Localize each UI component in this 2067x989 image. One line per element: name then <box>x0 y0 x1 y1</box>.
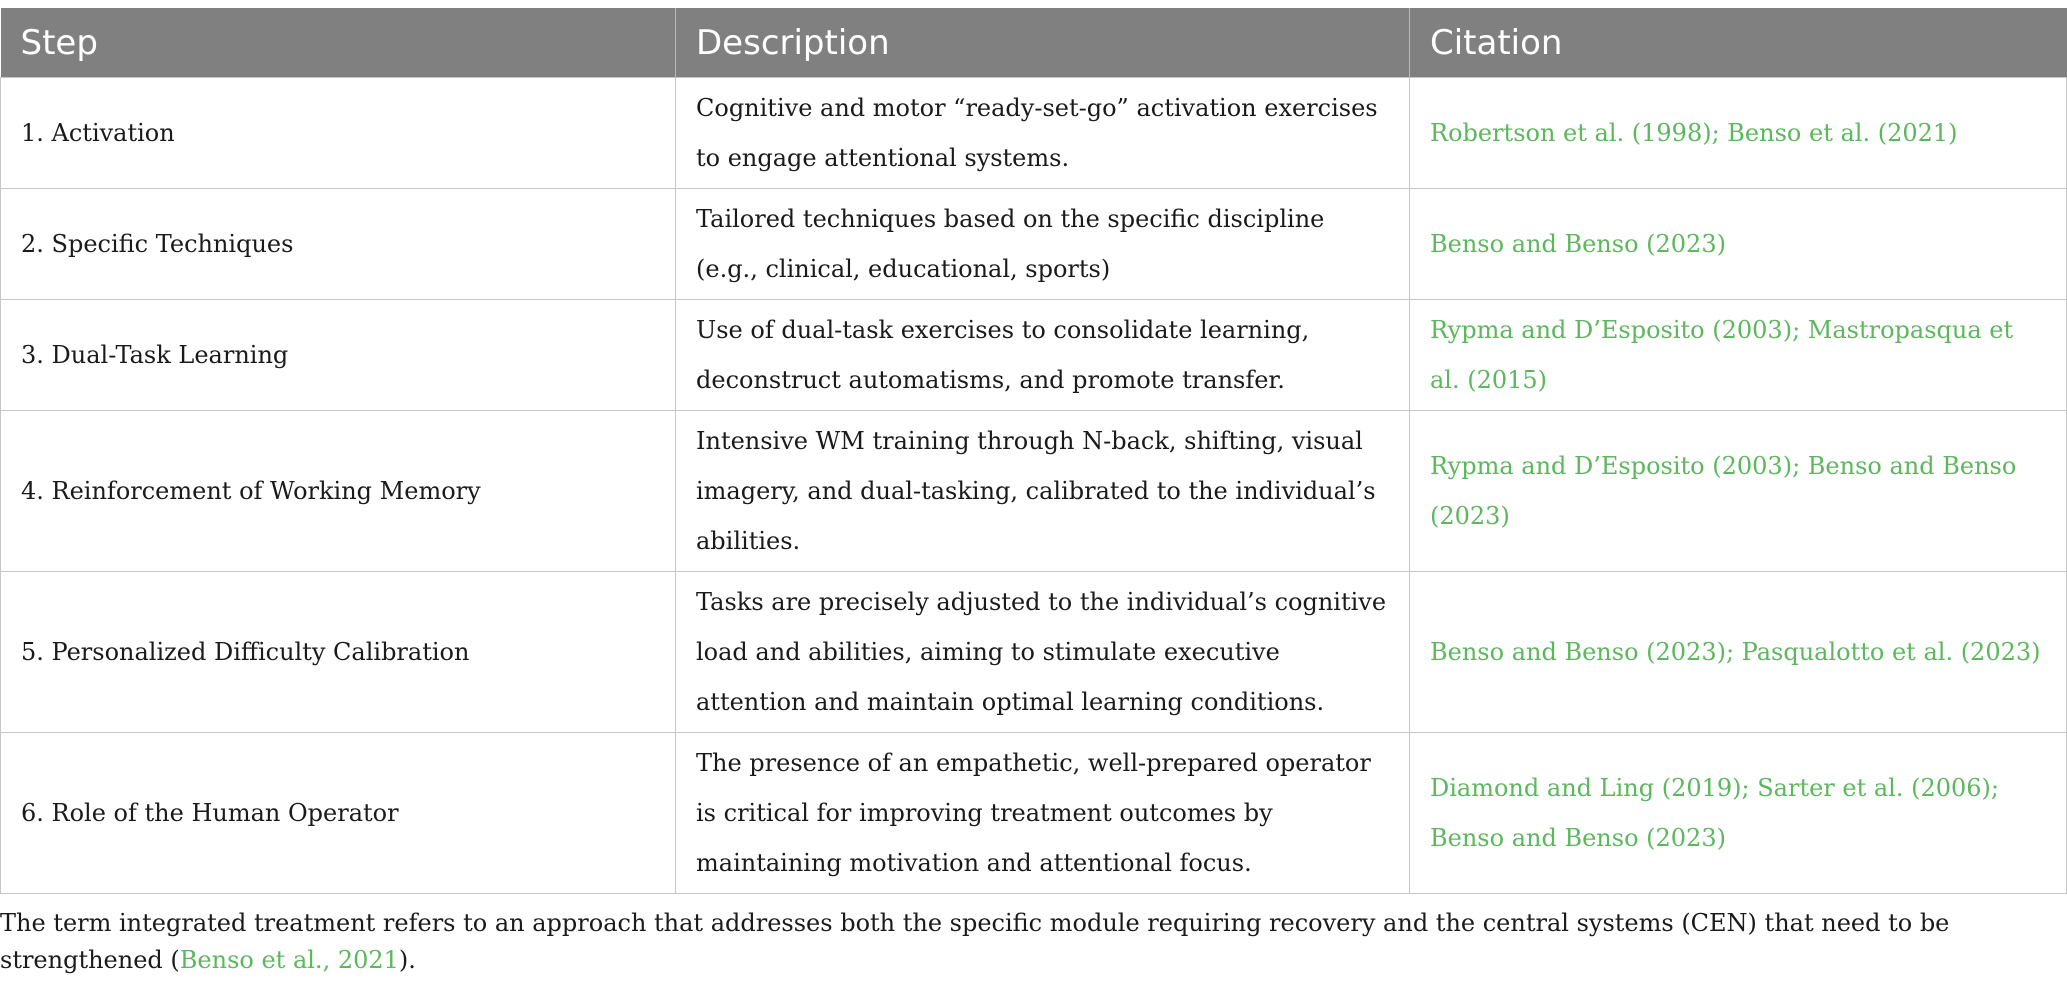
header-description: Description <box>675 8 1410 78</box>
steps-table-container: Step Description Citation 1. Activation … <box>0 8 2067 894</box>
footnote-text: The term integrated treatment refers to … <box>0 909 1950 974</box>
description-cell: Tailored techniques based on the specifi… <box>675 188 1410 300</box>
header-citation: Citation <box>1409 8 2067 78</box>
header-row: Step Description Citation <box>0 8 2067 78</box>
step-cell: 4. Reinforcement of Working Memory <box>0 410 676 572</box>
table-header: Step Description Citation <box>0 8 2067 78</box>
step-cell: 5. Personalized Difficulty Calibration <box>0 571 676 733</box>
table-footnote: The term integrated treatment refers to … <box>0 905 2040 979</box>
table-row: 5. Personalized Difficulty Calibration T… <box>0 571 2067 733</box>
table-row: 6. Role of the Human Operator The presen… <box>0 732 2067 894</box>
step-cell: 6. Role of the Human Operator <box>0 732 676 894</box>
step-cell: 3. Dual-Task Learning <box>0 299 676 411</box>
description-cell: Use of dual-task exercises to consolidat… <box>675 299 1410 411</box>
footnote-citation-link[interactable]: Benso et al., 2021 <box>179 946 399 974</box>
description-cell: The presence of an empathetic, well-prep… <box>675 732 1410 894</box>
step-cell: 1. Activation <box>0 77 676 189</box>
steps-table: Step Description Citation 1. Activation … <box>0 8 2067 894</box>
citation-link[interactable]: Rypma and D’Esposito (2003); Benso and B… <box>1409 410 2067 572</box>
footnote-closing: ). <box>398 946 416 974</box>
description-cell: Intensive WM training through N-back, sh… <box>675 410 1410 572</box>
table-row: 3. Dual-Task Learning Use of dual-task e… <box>0 299 2067 411</box>
table-row: 2. Specific Techniques Tailored techniqu… <box>0 188 2067 300</box>
citation-link[interactable]: Diamond and Ling (2019); Sarter et al. (… <box>1409 732 2067 894</box>
description-cell: Cognitive and motor “ready-set-go” activ… <box>675 77 1410 189</box>
description-cell: Tasks are precisely adjusted to the indi… <box>675 571 1410 733</box>
step-cell: 2. Specific Techniques <box>0 188 676 300</box>
citation-link[interactable]: Benso and Benso (2023) <box>1409 188 2067 300</box>
citation-link[interactable]: Benso and Benso (2023); Pasqualotto et a… <box>1409 571 2067 733</box>
table-body: 1. Activation Cognitive and motor “ready… <box>0 77 2067 894</box>
citation-link[interactable]: Robertson et al. (1998); Benso et al. (2… <box>1409 77 2067 189</box>
header-step: Step <box>0 8 676 78</box>
table-row: 4. Reinforcement of Working Memory Inten… <box>0 410 2067 572</box>
citation-link[interactable]: Rypma and D’Esposito (2003); Mastropasqu… <box>1409 299 2067 411</box>
table-row: 1. Activation Cognitive and motor “ready… <box>0 77 2067 189</box>
